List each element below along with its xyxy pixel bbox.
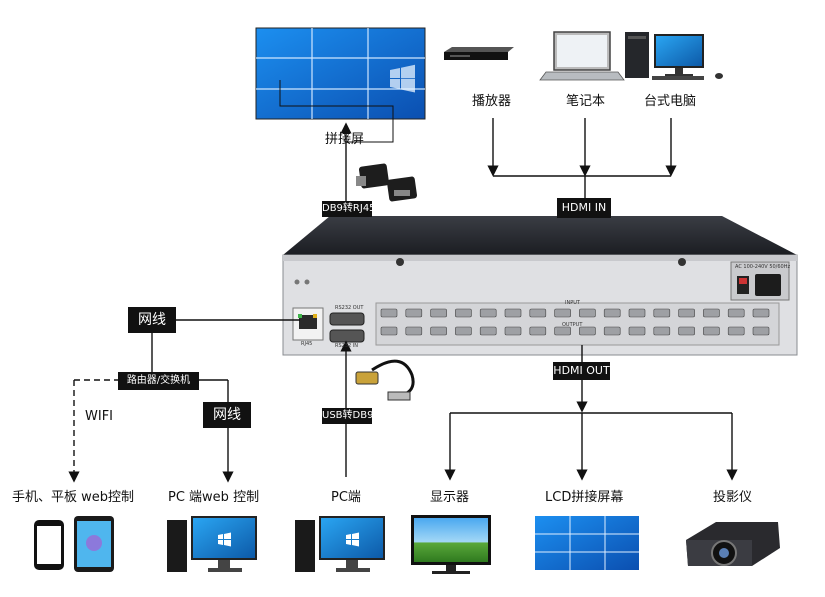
hdmi-input-port — [380, 308, 398, 318]
hdmi-output-port — [554, 326, 571, 336]
hdmi-output-port — [628, 326, 646, 336]
label-monitor: 显示器 — [430, 490, 470, 505]
hdmi-output-port — [479, 326, 497, 336]
player-device — [444, 47, 514, 60]
hdmi-input-port — [678, 308, 695, 318]
hdmi-input-port — [529, 308, 547, 318]
matrix-switcher-chassis — [282, 216, 798, 356]
hdmi-output-port — [752, 326, 770, 336]
hdmi-input-port — [703, 308, 720, 318]
projector-icon — [686, 522, 780, 566]
hdmi-input-port — [653, 308, 671, 318]
hdmi-output-port — [430, 326, 447, 336]
hdmi-output-port — [603, 326, 621, 336]
pc-computer-icon — [295, 516, 385, 572]
hdmi-output-port — [727, 326, 745, 336]
hdmi-input-port — [752, 308, 770, 318]
label-player: 播放器 — [472, 94, 512, 109]
badge-hdmi-in: HDMI IN — [557, 198, 611, 218]
port-input-label: INPUT — [565, 300, 580, 306]
label-pc-web-control: PC 端web 控制 — [168, 490, 260, 505]
hdmi-output-port — [653, 326, 671, 336]
port-rs232-in: RS232 IN — [335, 343, 358, 349]
label-desktop: 台式电脑 — [644, 94, 697, 109]
lcd-wall-icon — [535, 516, 639, 570]
label-projector: 投影仪 — [713, 490, 753, 505]
label-mobile-web-control: 手机、平板 web控制 — [12, 490, 135, 505]
hdmi-output-port — [504, 326, 522, 336]
badge-db9-rj45: DB9转RJ45 — [322, 201, 376, 217]
badge-router-switch: 路由器/交换机 — [118, 372, 199, 390]
badge-network-cable-1: 网线 — [128, 307, 176, 333]
pc-web-computer-icon — [167, 516, 257, 572]
badge-hdmi-out: HDMI OUT — [553, 362, 610, 380]
hdmi-output-port — [455, 326, 472, 336]
hdmi-input-port — [504, 308, 522, 318]
hdmi-input-port — [479, 308, 497, 318]
label-lcd-wall: LCD拼接屏幕 — [545, 490, 624, 505]
hdmi-input-port — [554, 308, 571, 318]
network-lines — [68, 319, 300, 483]
label-video-wall: 拼接屏 — [325, 132, 365, 147]
hdmi-input-port — [603, 308, 621, 318]
hdmi-input-port — [628, 308, 646, 318]
badge-network-cable-2: 网线 — [203, 402, 251, 428]
desktop-device — [625, 32, 723, 80]
usb-db9-cable-icon — [355, 359, 415, 401]
port-rs232-out: RS232 OUT — [335, 305, 364, 311]
port-output-label: OUTPUT — [562, 322, 583, 328]
port-lan: RJ45 — [301, 341, 313, 347]
laptop-device — [539, 31, 625, 81]
power-label: AC 100-240V 50/60Hz — [735, 264, 791, 270]
hdmi-output-port — [678, 326, 695, 336]
hdmi-output-port — [703, 326, 720, 336]
hdmi-input-port — [405, 308, 423, 318]
label-wifi: WIFI — [85, 409, 113, 424]
hdmi-output-port — [405, 326, 423, 336]
label-pc: PC端 — [331, 490, 361, 505]
hdmi-output-port — [579, 326, 596, 336]
hdmi-out-lines — [444, 345, 738, 481]
top-video-wall — [255, 27, 426, 120]
phone-tablet-icon — [34, 516, 114, 572]
db9-rj45-adapter-icon — [356, 163, 418, 202]
monitor-icon — [411, 515, 491, 574]
badge-usb-db9: USB转DB9 — [322, 408, 373, 424]
hdmi-input-port — [579, 308, 596, 318]
hdmi-input-port — [430, 308, 447, 318]
hdmi-output-port — [380, 326, 398, 336]
label-laptop: 笔记本 — [566, 94, 606, 109]
hdmi-input-port — [455, 308, 472, 318]
hdmi-output-port — [529, 326, 547, 336]
hdmi-input-port — [727, 308, 745, 318]
